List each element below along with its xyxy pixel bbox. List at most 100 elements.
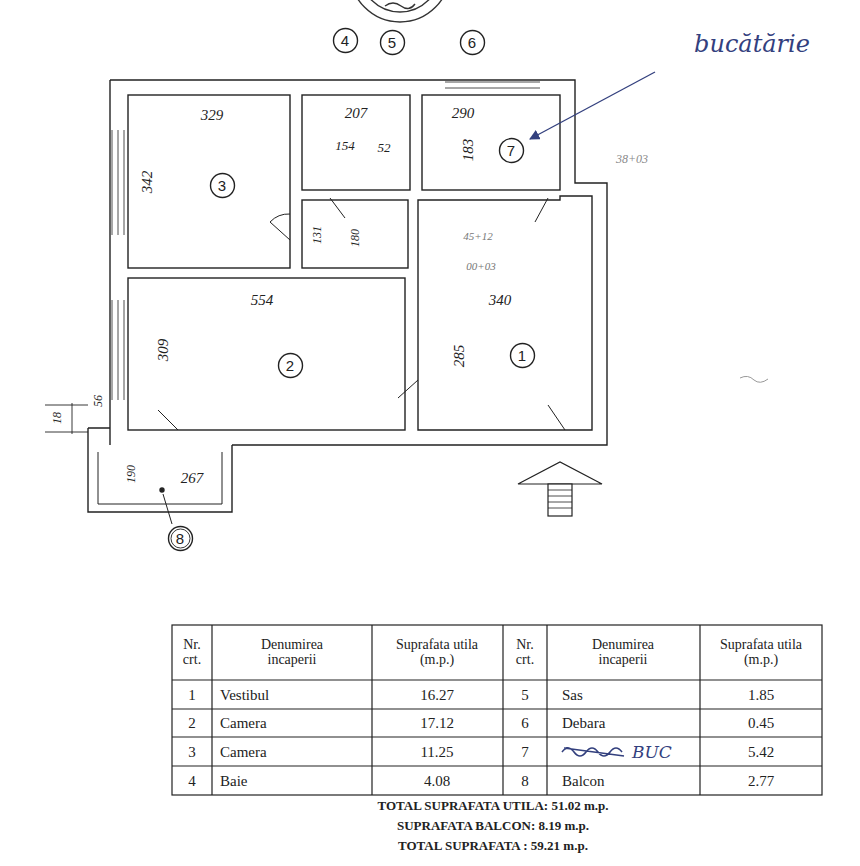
table-header: Suprafata utila (m.p.) [387, 637, 487, 668]
dimension-label: 340 [489, 292, 512, 309]
window [112, 130, 124, 235]
entry-arrow-stem [548, 484, 572, 516]
dimension-label: 180 [349, 229, 362, 247]
total-line: SUPRAFATA BALCON: 8.19 m.p. [397, 819, 589, 833]
room-number-circle: 5 [379, 29, 406, 56]
callout-number: 5 [388, 35, 396, 50]
table-cell: 8 [521, 772, 529, 789]
room-number-circle: 1 [509, 342, 536, 369]
dimension-label: 00+03 [466, 260, 495, 272]
table-cell: 2.77 [748, 772, 774, 789]
circle-ring [333, 28, 357, 52]
callout-number: 8 [176, 531, 184, 546]
outer-wall [109, 80, 110, 445]
circle-ring [171, 529, 190, 548]
table-cell: Vestibul [220, 686, 269, 703]
crossed-out-word [562, 748, 624, 756]
dimension-ticks [45, 403, 88, 434]
room-outline [128, 95, 290, 268]
window [445, 82, 540, 88]
table-header: Nr. crt. [507, 637, 543, 668]
room-outline [128, 278, 405, 430]
dimension-label: 285 [451, 345, 468, 368]
scribble [740, 376, 768, 382]
dimension-label: 18 [51, 412, 64, 424]
balcony-wall [88, 428, 232, 512]
table-cell: 11.25 [420, 743, 453, 760]
room-number-circle: 6 [459, 29, 486, 56]
dimension-label: 267 [181, 470, 204, 487]
dimension-label: 38+03 [616, 153, 648, 166]
stamp-ring [350, 0, 450, 22]
circle-ring [380, 30, 404, 54]
entry-arrow [518, 462, 602, 516]
dimension-label: 52 [378, 141, 391, 155]
dimension-label: 45+12 [463, 230, 492, 242]
room-outline [422, 95, 560, 190]
table-cell: 4 [188, 772, 196, 789]
dimension-label: 290 [452, 105, 475, 122]
door [270, 214, 290, 240]
table-cell: 3 [188, 743, 196, 760]
table-cell: 1.85 [748, 686, 774, 703]
callout-number: 1 [518, 348, 526, 363]
room-number-circle: 4 [332, 27, 359, 54]
circle-ring [499, 138, 523, 162]
table-cell: Baie [220, 772, 248, 789]
table-cell: 5.42 [748, 743, 774, 760]
balcony-wall [98, 452, 222, 504]
dimension-label: 131 [311, 226, 324, 244]
note-arrow [530, 72, 655, 139]
dimension-line [45, 403, 88, 434]
room-number-circle: 7 [498, 137, 525, 164]
table-cell: BUC [632, 742, 672, 761]
table-cell: 0.45 [748, 715, 774, 732]
callout-number: 7 [507, 143, 515, 158]
table-cell: 4.08 [424, 772, 450, 789]
dimension-label: 183 [460, 139, 477, 162]
table-cell: 6 [521, 715, 529, 732]
table-cell: Debara [562, 715, 605, 732]
circle-ring [510, 343, 534, 367]
dimension-label: 554 [251, 292, 274, 309]
leader-dot [160, 488, 164, 492]
handwritten-note: bucătărie [694, 31, 810, 57]
door [535, 198, 548, 222]
hatch [548, 490, 572, 508]
table-cell: 5 [521, 686, 529, 703]
room-number-circle: 2 [277, 352, 304, 379]
table-rule [212, 625, 700, 795]
total-line: TOTAL SUPRAFATA : 59.21 m.p. [398, 839, 588, 853]
stamp [350, 0, 450, 22]
entry-arrow-head [518, 462, 602, 484]
door [398, 380, 418, 398]
table-cell: 7 [521, 743, 529, 760]
room-number-circle: 8 [167, 525, 194, 552]
dimension-label: 309 [155, 339, 172, 362]
room-number-circle: 3 [209, 172, 236, 199]
table-cell: 17.12 [420, 715, 454, 732]
dimension-label: 154 [335, 139, 355, 153]
table-cell: Camera [220, 715, 267, 732]
dimension-label: 207 [345, 105, 368, 122]
stamp-scribble [385, 3, 415, 9]
stamp-ring [360, 0, 440, 12]
dimension-label: 329 [201, 107, 224, 124]
callout-number: 3 [218, 178, 226, 193]
table-header: Nr. crt. [174, 637, 210, 668]
table-rule [172, 680, 822, 766]
balcony [88, 428, 232, 524]
room-outline [302, 200, 408, 268]
table-header: Denumirea incaperii [247, 637, 337, 668]
outer-wall [110, 80, 607, 445]
table-cell: 16.27 [420, 686, 454, 703]
total-line: TOTAL SUPRAFATA UTILA: 51.02 m.p. [377, 799, 608, 813]
table-cell: 1 [188, 686, 196, 703]
table-cell: Camera [220, 743, 267, 760]
table-cell: Sas [562, 686, 583, 703]
circle-ring [210, 173, 234, 197]
room-outline [418, 196, 592, 430]
